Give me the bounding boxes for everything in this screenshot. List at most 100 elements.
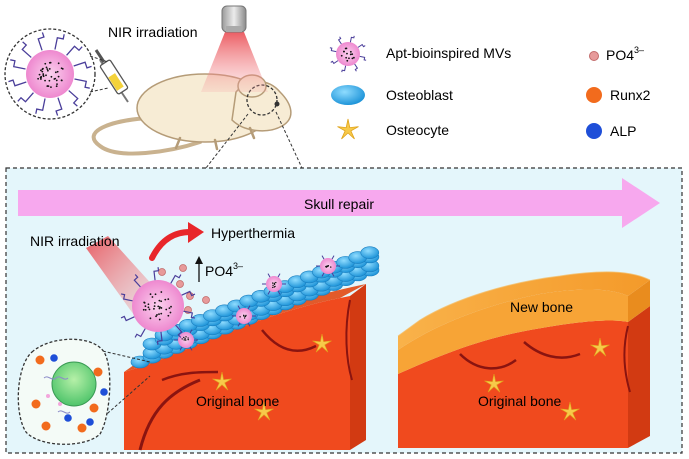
original-bone-label-right: Original bone (478, 393, 561, 409)
osteocyte-icon (590, 337, 610, 357)
mv-cargo-dot (272, 286, 274, 289)
mv-cargo-dot (345, 47, 348, 50)
nir-label-panel: NIR irradiation (30, 233, 119, 249)
mv-cargo-dot (147, 303, 150, 306)
aptamer-strand (321, 272, 325, 277)
mv-cargo-dot (142, 308, 145, 311)
mv-cargo-dot (327, 265, 329, 267)
hyperthermia-arrowhead (188, 222, 204, 243)
skull-repair-label: Skull repair (304, 196, 374, 212)
mv-cargo-dot (55, 79, 58, 82)
aptamer-strand (55, 97, 63, 116)
mv-cargo-dot (343, 50, 345, 53)
mv-cargo-dot (46, 69, 49, 72)
mv-cargo-dot (54, 71, 57, 74)
aptamer-strand (277, 290, 281, 295)
po4-particle (176, 280, 184, 288)
mv-cargo-dot (330, 266, 332, 268)
aptamer-strand (321, 255, 325, 260)
legend-label-runx2: Runx2 (610, 87, 651, 103)
mv-cargo-dot (60, 67, 63, 70)
mv-cargo-dot (44, 79, 46, 82)
mv-cargo-dot (47, 85, 50, 88)
mv-cargo-dot (40, 75, 43, 78)
new-bone-label: New bone (510, 299, 573, 315)
mv-cargo-dot (168, 307, 171, 310)
aptamer-strand (120, 293, 133, 302)
aptamer-strand (68, 90, 79, 107)
mv-cargo-dot (325, 265, 327, 268)
osteocyte-icon (560, 401, 580, 421)
aptamer-strand (66, 45, 83, 56)
original-bone-label-left: Original bone (196, 393, 279, 409)
mv-cargo-dot (153, 302, 156, 304)
mv-cargo-dot (351, 53, 354, 56)
mv-cargo-dot (48, 68, 51, 70)
mv-cargo-dot (144, 305, 147, 308)
aptamer-strand (73, 61, 92, 69)
mv-cargo-dot (56, 70, 59, 73)
mv-cargo-dot (45, 66, 48, 69)
legend-label-po4: PO43– (606, 45, 644, 63)
po4-particle (158, 268, 166, 276)
mv-cargo-dot (272, 284, 274, 287)
legend-label-alp: ALP (610, 123, 636, 139)
mv-particle (58, 402, 62, 406)
mv-cargo-dot (160, 307, 163, 309)
mv-cargo-dot (149, 317, 152, 320)
mv-cargo-dot (351, 57, 354, 60)
aptamer-strand (54, 34, 65, 50)
cell-magnified-view (17, 338, 111, 445)
aptamer-strand (267, 290, 271, 295)
aptamer-strand (337, 36, 342, 45)
mv-cargo-dot (40, 78, 42, 80)
mv-cargo-dot (160, 312, 163, 315)
mv-cargo-dot (183, 339, 185, 341)
aptamer-strand (357, 43, 366, 48)
mv-cargo-dot (185, 339, 187, 341)
runx2-dot (35, 355, 45, 365)
aptamer-strand (74, 78, 90, 89)
mv-cargo-dot (346, 52, 348, 55)
mv-cargo-dot (348, 57, 350, 60)
aptamer-strand (170, 274, 182, 284)
aptamer-strand (247, 305, 251, 310)
mv-cargo-dot (44, 62, 47, 65)
mv-cargo-dot (151, 296, 154, 298)
po4-label: PO43– (205, 261, 243, 279)
bone-block-left (124, 284, 366, 451)
mv-cargo-dot (57, 62, 60, 65)
mv-magnified-view (4, 28, 109, 120)
mv-cargo-dot (352, 56, 355, 59)
osteocyte-icon (312, 333, 332, 353)
aptamer-strand (8, 79, 27, 87)
mv-cargo-dot (187, 337, 189, 339)
legend-label-mvs: Apt-bioinspired MVs (386, 45, 511, 61)
aptamer-strand (277, 273, 281, 278)
mv-cargo-dot (183, 336, 185, 339)
aptamer-strand (17, 92, 34, 103)
aptamer-strand (237, 322, 241, 327)
aptamer-strand (331, 272, 335, 277)
alp-dot (100, 388, 108, 396)
mv-cargo-dot (48, 61, 51, 64)
aptamer-strand (10, 59, 26, 70)
alp-dot (50, 354, 58, 362)
mv-cargo-dot (50, 86, 52, 89)
mv-cargo-dot (160, 300, 163, 303)
mv-cargo-dot (164, 298, 167, 301)
aptamer-strand (21, 41, 32, 58)
mv-cargo-dot (148, 308, 151, 311)
aptamer-strand (341, 65, 347, 73)
mv-cargo-dot (349, 50, 352, 53)
mv-cargo-dot (158, 299, 161, 302)
runx2-dot (41, 421, 51, 431)
mv-cargo-dot (244, 315, 247, 318)
mv-cargo-dot (160, 291, 163, 293)
po4-particle (202, 296, 210, 304)
nir-label-top: NIR irradiation (108, 24, 197, 40)
aptamer-strand (183, 310, 196, 319)
legend-mv-icon (329, 35, 367, 73)
callout-line-left (205, 113, 249, 169)
mv-cargo-dot (144, 308, 147, 311)
